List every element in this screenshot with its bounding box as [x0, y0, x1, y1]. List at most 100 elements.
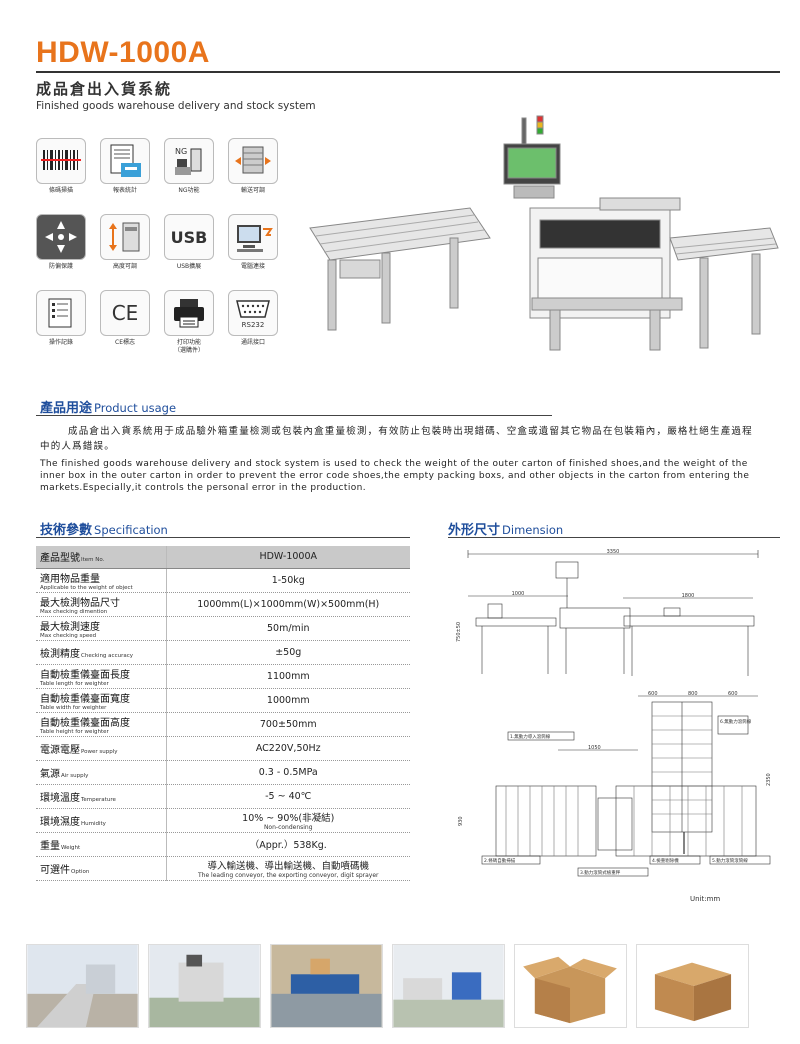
subtitle-english: Finished goods warehouse delivery and st…	[36, 100, 316, 112]
dim-label-top: 2350	[766, 773, 772, 786]
dim-label-top: 800	[688, 691, 698, 697]
photo-factory-floor	[392, 944, 505, 1028]
feature-label: 報表統計	[112, 187, 137, 194]
ce-mark-icon: CE	[112, 301, 139, 325]
spec-key: 可選件Option	[36, 856, 167, 881]
feature-anti-collision: 防偏保護	[36, 214, 86, 271]
spec-value: AC220V,50Hz	[166, 736, 410, 761]
dim-label-front: 750±50	[456, 622, 462, 642]
feature-label: 操作記錄	[48, 339, 73, 346]
usage-divider	[36, 415, 552, 416]
spec-row: 環境溫度Temperature-5 ~ 40℃	[36, 784, 410, 809]
feature-computer: 電腦連接	[228, 214, 278, 271]
spec-key: 環境溫度Temperature	[36, 784, 167, 809]
feature-label: 輸送可調	[240, 187, 265, 194]
anti-collision-icon	[45, 221, 77, 253]
dim-label-top: 600	[728, 691, 738, 697]
feature-label: 高度可調	[112, 263, 137, 270]
spec-divider	[36, 537, 410, 538]
dim-callout: 6.無動力滾筒線	[720, 718, 752, 725]
dim-callout: 4.檢重剔除機	[652, 857, 679, 864]
photo-warehouse-line	[270, 944, 383, 1028]
feature-usb: USB USB擴展	[164, 214, 214, 271]
computer-icon	[237, 225, 273, 252]
barcode-icon	[41, 150, 81, 170]
feature-label: CE標志	[115, 339, 135, 346]
photo-factory-conveyor	[26, 944, 139, 1028]
spec-value: HDW-1000A	[166, 546, 410, 569]
feature-label: 通訊接口	[240, 339, 265, 346]
feature-label: USB擴展	[176, 263, 202, 270]
spec-header-row: 產品型號Item No.HDW-1000A	[36, 546, 410, 569]
spec-key: 檢測精度Checking accuracy	[36, 640, 167, 665]
spec-heading: 技術參數 Specification	[40, 523, 168, 538]
photo-open-carton	[514, 944, 627, 1028]
feature-report: 報表統計	[100, 138, 150, 195]
spec-value: 10% ~ 90%(非凝結)Non-condensing	[166, 808, 410, 833]
dimension-heading: 外形尺寸 Dimension	[448, 523, 564, 538]
spec-value: 1000mm	[166, 688, 410, 713]
conveyor-adjust-icon	[235, 146, 271, 174]
machine-illustration	[309, 115, 779, 351]
spec-key: 氣源Air supply	[36, 760, 167, 785]
feature-rs232: RS232 通訊接口	[228, 290, 278, 347]
dim-callout: 2.條碼自動掃描	[484, 857, 516, 864]
spec-value: 1000mm(L)×1000mm(W)×500mm(H)	[166, 592, 410, 617]
dim-label-top: 600	[648, 691, 658, 697]
feature-label: NG功能	[178, 187, 200, 194]
spec-key: 產品型號Item No.	[36, 546, 167, 569]
svg-text:RS232: RS232	[242, 321, 265, 329]
dim-label-front: 3350	[607, 549, 620, 555]
usage-heading: 產品用途 Product usage	[40, 401, 177, 416]
spec-value: ±50g	[166, 640, 410, 665]
dimension-drawing: 3350 1000 1800 750±50 600 800 600 1050 2…	[456, 549, 772, 877]
usb-icon: USB	[171, 228, 208, 247]
svg-text:CE: CE	[112, 301, 139, 325]
spec-row: 檢測精度Checking accuracy±50g	[36, 640, 410, 665]
spec-value: 700±50mm	[166, 712, 410, 737]
report-icon	[110, 144, 141, 177]
usage-text-cn: 成品倉出入貨系統用于成品驗外箱重量檢測或包裝內盒重量檢測，有效防止包裝時出現錯碼…	[40, 426, 753, 452]
dim-callout: 1.無動力導入滾筒線	[510, 733, 551, 740]
feature-barcode: 條碼掃描	[36, 138, 86, 195]
height-adjust-icon	[109, 222, 140, 252]
data-log-icon	[48, 298, 72, 328]
feature-ce: CE CE標志	[100, 290, 150, 347]
feature-label: 打印功能 （選購件）	[173, 339, 204, 354]
spec-value: 1-50kg	[166, 568, 410, 593]
spec-key: 重量Weight	[36, 832, 167, 857]
photo-closed-carton	[636, 944, 749, 1028]
rs232-port-icon: RS232	[236, 300, 270, 329]
dim-callout: 5.動力滾筒滾筒線	[712, 857, 748, 864]
dim-callout: 3.動力滾筒式檢重秤	[580, 869, 621, 876]
spec-value: （Appr.）538Kg.	[166, 832, 410, 857]
unit-label: Unit:mm	[690, 895, 721, 903]
feature-height-adjust: 高度可調	[100, 214, 150, 271]
spec-key: 環境濕度Humidity	[36, 808, 167, 833]
usage-text-en: The finished goods warehouse delivery an…	[40, 459, 750, 493]
spec-value: 0.3 - 0.5MPa	[166, 760, 410, 785]
spec-row: 重量Weight（Appr.）538Kg.	[36, 832, 410, 857]
photo-checkweigher-line	[148, 944, 261, 1028]
feature-label: 防偏保護	[48, 263, 73, 270]
dimension-divider	[448, 537, 780, 538]
feature-data-log: 操作記錄	[36, 290, 86, 347]
feature-printer: 打印功能 （選購件）	[164, 290, 214, 355]
feature-label: 電腦連接	[240, 263, 265, 270]
spec-value: 1100mm	[166, 664, 410, 689]
